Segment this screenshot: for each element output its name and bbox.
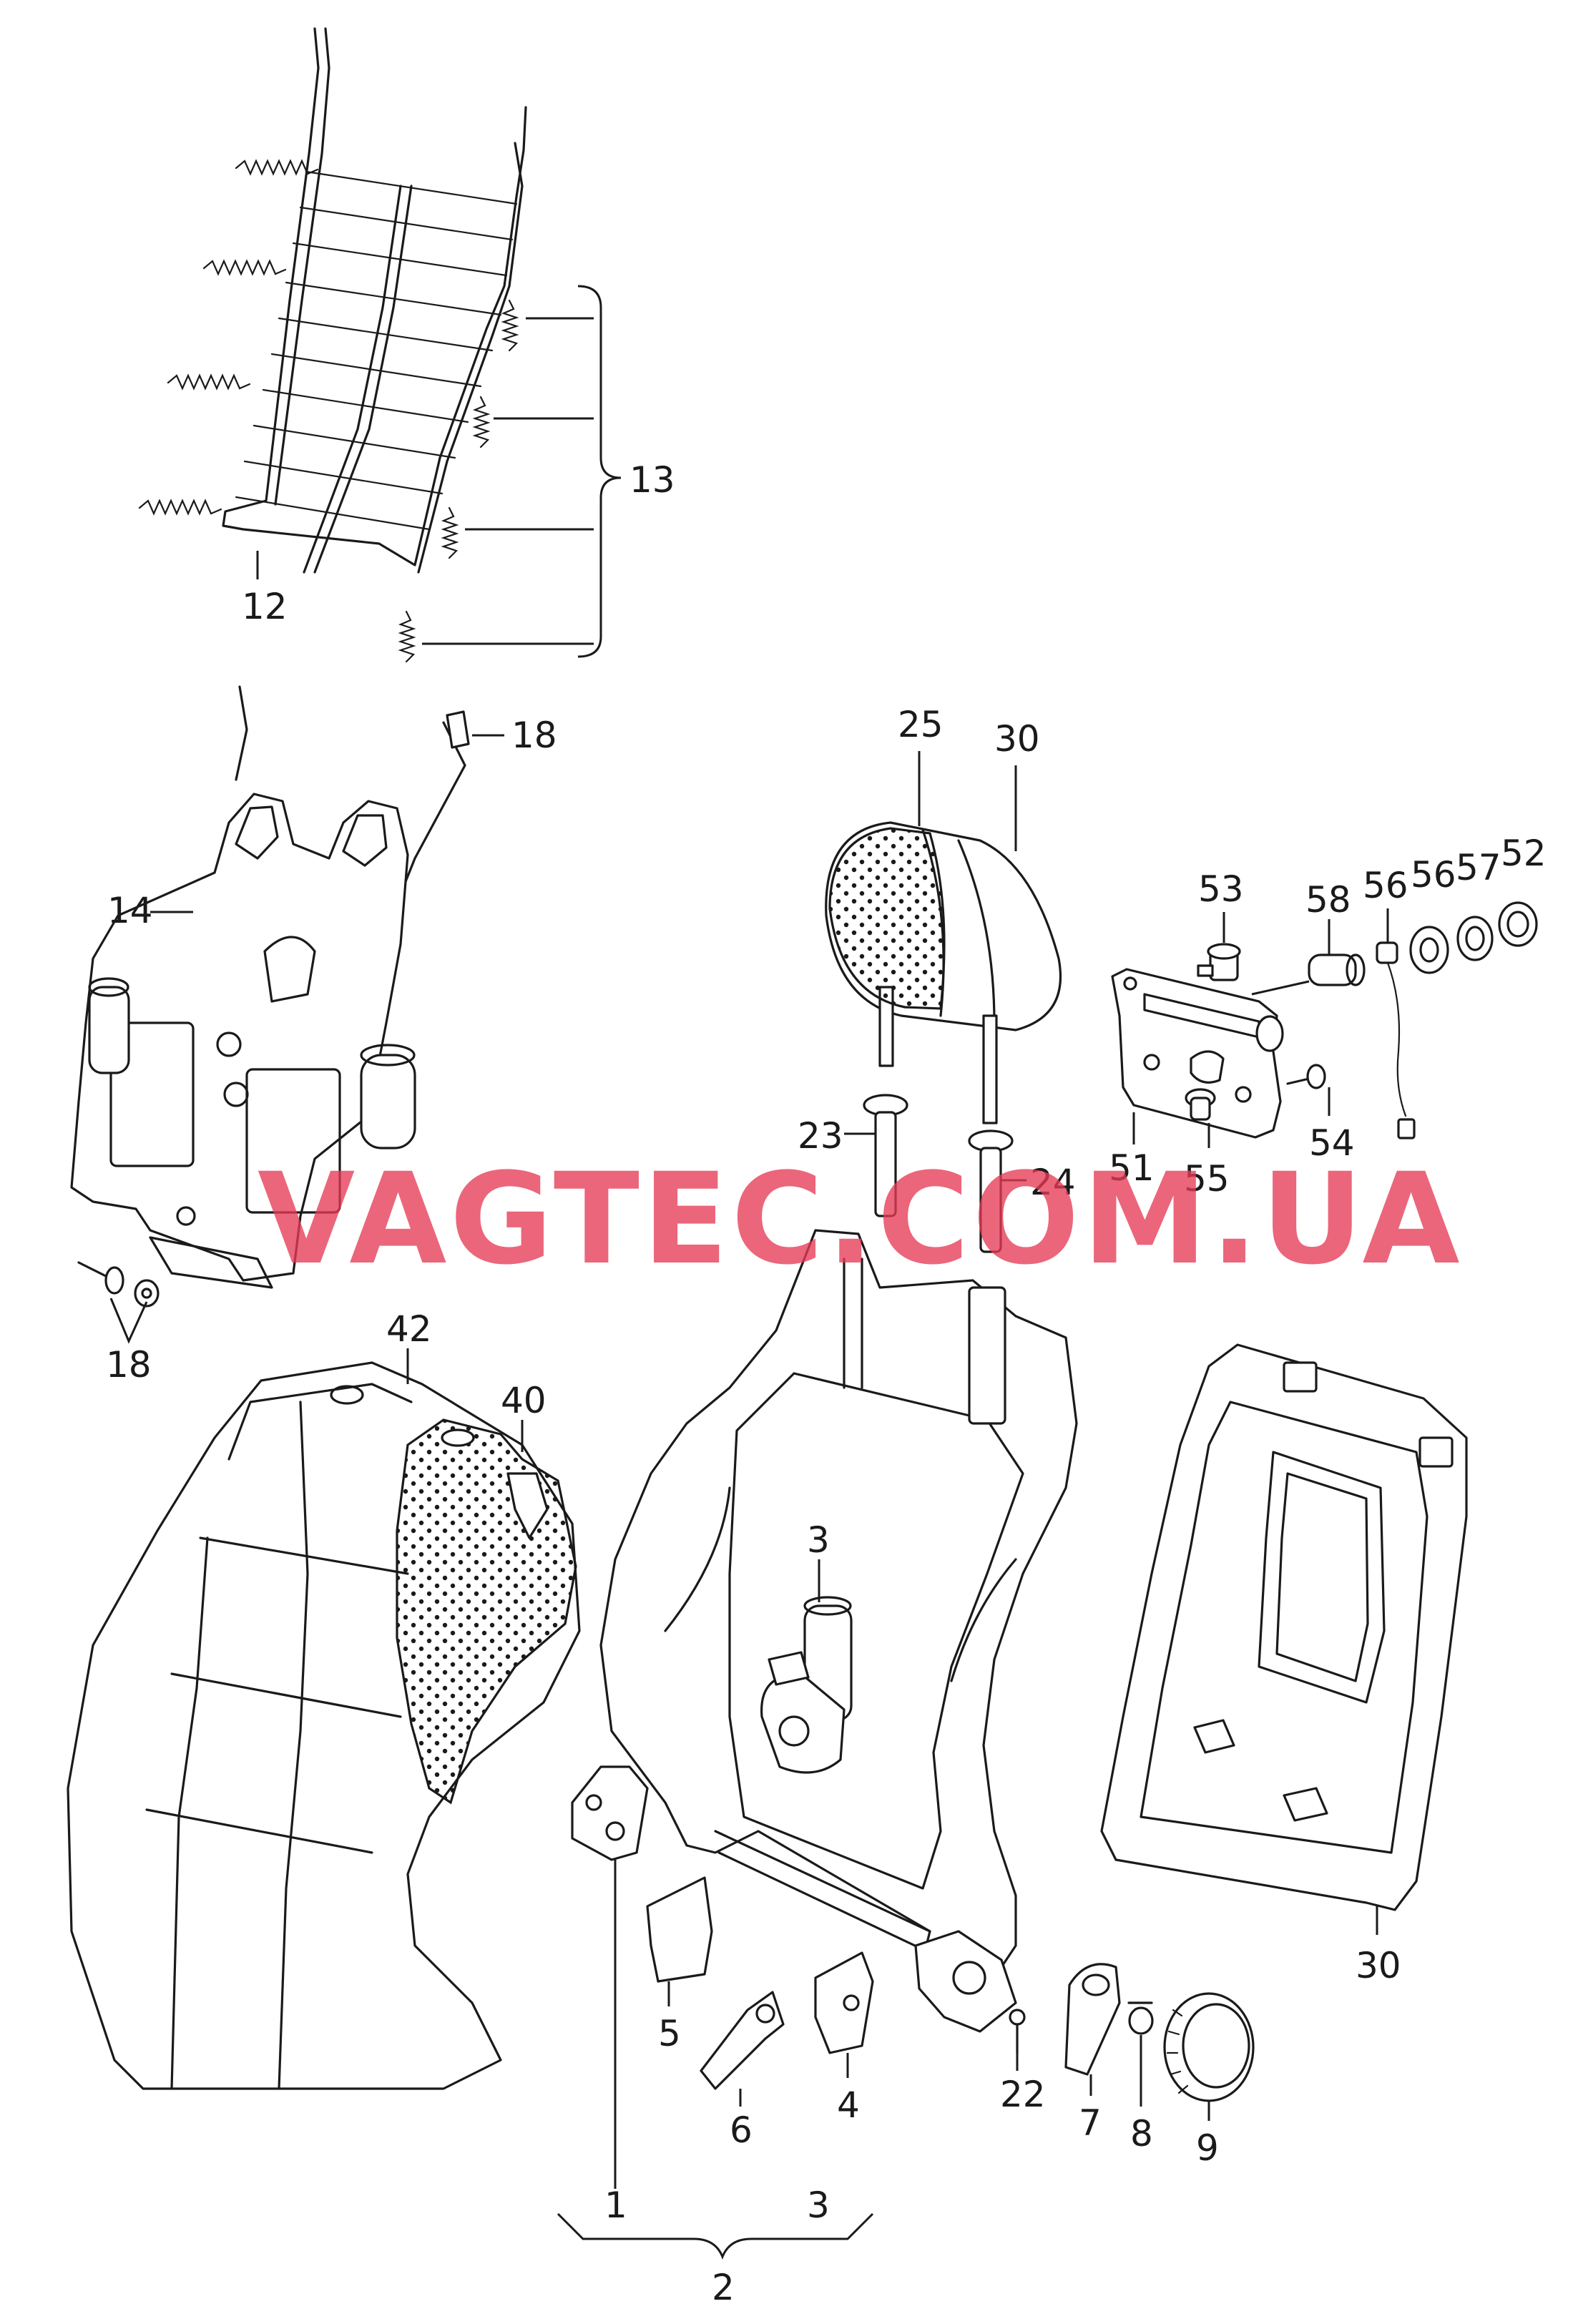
- callout-18-bottom: 18: [106, 1344, 152, 1386]
- part-6-release-lever: [700, 1991, 785, 2090]
- callout-2: 2: [712, 2267, 735, 2308]
- leaders-12-13: [256, 285, 622, 658]
- part-9-handwheel: [1163, 1992, 1255, 2102]
- callout-51: 52: [1501, 833, 1547, 874]
- watermark-text: VAGTEC.COM.UA: [258, 1146, 1463, 1293]
- leaders-40-42: [406, 1348, 524, 1452]
- callout-13: 13: [629, 459, 675, 501]
- callout-14: 14: [107, 890, 153, 931]
- part-3-recliner-motor: [760, 1596, 853, 1774]
- callout-55: 56: [1363, 865, 1408, 906]
- part-20-screw: [1009, 2009, 1026, 2054]
- part-24-head-restraint-cover: [828, 827, 946, 1010]
- callout-9: 9: [1196, 2127, 1219, 2169]
- callout-25: 30: [994, 718, 1040, 760]
- callout-8: 8: [1130, 2113, 1153, 2154]
- leaders-22-25: [844, 751, 1026, 1182]
- part-56-ring: [1409, 926, 1449, 974]
- part-57-sleeve: [1456, 916, 1494, 961]
- part-52-bushing: [1197, 943, 1241, 981]
- callout-1: 1: [604, 2185, 627, 2226]
- part-22-guide-sleeve: [863, 1094, 908, 1217]
- part-53-screw: [1286, 1064, 1326, 1089]
- leaders-14-18: [109, 734, 504, 1344]
- part-4-bracket: [814, 1951, 874, 2054]
- callout-5: 5: [658, 2013, 681, 2054]
- part-54-bushing: [1185, 1088, 1216, 1121]
- callout-18-top: 18: [511, 715, 557, 756]
- part-30-rear-panel: [1100, 1343, 1468, 1911]
- callout-12: 12: [242, 586, 288, 627]
- part-18-rivet-and-washer: [77, 1261, 160, 1308]
- part-12-spring-mat: [138, 27, 527, 663]
- part-18-clip-top: [446, 710, 470, 749]
- leaders-1-3: [614, 1559, 820, 2189]
- callout-30-visible: 30: [1356, 1945, 1401, 1986]
- part-50-bracket: [1111, 968, 1284, 1139]
- callout-3-top: 3: [807, 1519, 830, 1561]
- callout-53: 54: [1309, 1122, 1355, 1164]
- callout-50: 51: [1109, 1147, 1155, 1189]
- callout-6: 6: [730, 2109, 753, 2151]
- bracket-assembly-2: [557, 2212, 874, 2260]
- part-5-cover-cap: [646, 1876, 713, 1983]
- callout-24: 25: [898, 704, 944, 745]
- part-23-guide-sleeve: [968, 1129, 1014, 1253]
- callout-52: 53: [1198, 868, 1244, 910]
- part-14-carrier-plate: [70, 685, 466, 1289]
- part-55-sensor-with-wire: [1376, 941, 1416, 1139]
- callout-22: 23: [798, 1115, 843, 1157]
- callout-42: 42: [386, 1308, 432, 1350]
- callout-23: 24: [1030, 1162, 1076, 1203]
- callout-40: 40: [501, 1380, 547, 1421]
- callout-3-bottom: 3: [807, 2185, 830, 2226]
- callout-56-visible: 56: [1411, 854, 1456, 896]
- part-40-padding: [396, 1418, 577, 1805]
- part-7-handle: [1064, 1963, 1121, 2076]
- callout-57: 57: [1456, 847, 1501, 888]
- callout-7: 7: [1079, 2102, 1102, 2144]
- callout-4: 4: [837, 2084, 860, 2126]
- callout-58: 58: [1305, 879, 1351, 921]
- callout-20: 22: [1000, 2074, 1046, 2115]
- part-8-clip: [1127, 2001, 1154, 2035]
- callout-labels: 12 13 14 18 18 25 30 23 24 53 58 56 57 5…: [106, 459, 1547, 2308]
- leaders-50-58: [1132, 908, 1389, 1148]
- callout-54: 55: [1184, 1158, 1230, 1200]
- part-51-cap: [1498, 901, 1538, 947]
- part-58-latch-cylinder: [1251, 953, 1366, 996]
- leaders-4-9-20: [667, 1981, 1210, 2121]
